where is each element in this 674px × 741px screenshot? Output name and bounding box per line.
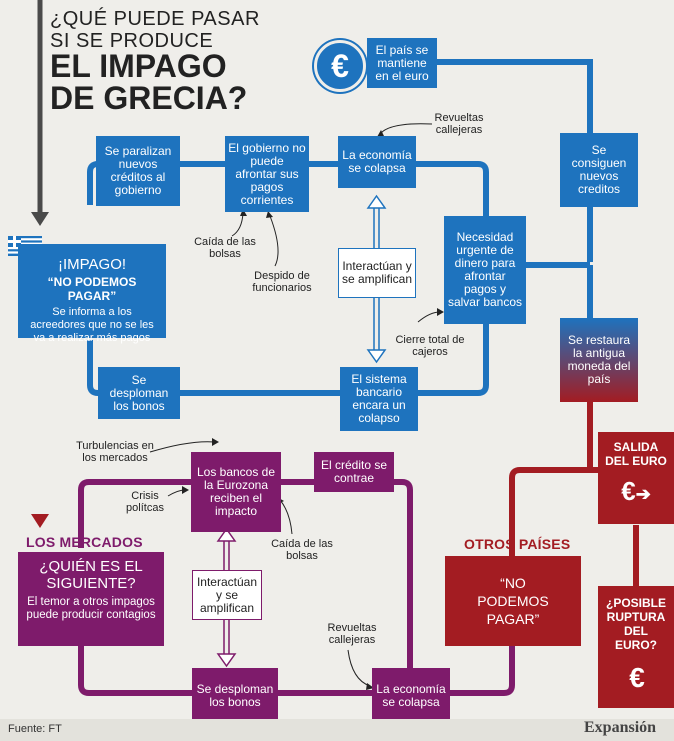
- economy-collapses-box: La economía se colapsa: [338, 136, 416, 188]
- note-political-crisis: Crisis polítcas: [126, 490, 164, 514]
- title-line-1: ¿QUÉ PUEDE PASAR: [50, 8, 260, 30]
- note-fall-bags-2: Caída de las bolsas: [271, 538, 333, 562]
- title-line-4: DE GRECIA?: [50, 80, 248, 116]
- gov-cannot-pay-box: El gobierno no puede afrontar sus pagos …: [225, 136, 309, 212]
- credits-freeze-box: Se paralizan nuevos créditos al gobierno: [96, 136, 180, 206]
- note-fall-bags: Caída de las bolsas: [194, 236, 256, 260]
- blue-interact-box: Interactúan y se amplifican: [338, 248, 416, 298]
- euro-icon: €: [314, 40, 366, 92]
- others-box: “NO PODEMOS PAGAR”: [445, 556, 581, 646]
- title-arrow-head: [31, 212, 49, 226]
- default-text: Se informa a los acreedores que no se le…: [30, 306, 154, 344]
- footer-source: Fuente: FT: [8, 723, 62, 735]
- note-arrow-riots-bottom: [347, 649, 371, 687]
- note-arrow-bags2: [279, 499, 293, 535]
- markets-text: El temor a otros impagos puede producir …: [26, 596, 156, 621]
- new-credits-box: Se consiguen nuevos creditos: [560, 133, 638, 207]
- footer-bar: [0, 719, 674, 741]
- default-quote: “NO PODEMOS PAGAR”: [47, 275, 137, 303]
- markets-box: ¿QUIÉN ES EL SIGUIENTE? El temor a otros…: [18, 552, 164, 646]
- euro-breakup-label: ¿POSIBLE RUPTURA DEL EURO?: [605, 596, 666, 652]
- purple-interact-box: Interactúan y se amplifican: [192, 570, 262, 620]
- euro-stays-box: El país se mantiene en el euro: [367, 38, 437, 88]
- bank-collapse-box: El sistema bancario encara un colapso: [340, 367, 418, 431]
- euro-exit-label: SALIDA DEL EURO: [605, 440, 667, 468]
- euro-arrow-icon: €➔: [621, 476, 651, 506]
- note-arrow-turbulence: [149, 441, 216, 453]
- note-market-turbulence: Turbulencias en los mercados: [76, 440, 154, 464]
- blue-top-connection: [410, 59, 593, 135]
- red-to-others: [509, 467, 590, 558]
- note-atm-closure: Cierre total de cajeros: [395, 334, 465, 358]
- purple-bonds-fall-box: Se desploman los bonos: [192, 668, 278, 724]
- note-layoffs: Despido de funcionarios: [252, 270, 312, 294]
- markets-arrow-head: [31, 514, 49, 528]
- title-line-3: EL IMPAGO: [50, 48, 227, 84]
- purple-loop: [78, 479, 413, 696]
- brand-logo: Expansión: [584, 719, 657, 736]
- old-currency-box: Se restaura la antigua moneda del país: [560, 318, 638, 402]
- euro-exit-box: SALIDA DEL EURO €➔: [598, 432, 674, 524]
- bonds-fall-box: Se desploman los bonos: [98, 367, 180, 419]
- default-box: ¡IMPAGO! “NO PODEMOS PAGAR” Se informa a…: [18, 244, 166, 344]
- note-riots-top: Revueltas callejeras: [434, 112, 484, 136]
- note-arrow-bags: [231, 212, 244, 237]
- euro-breakup-box: ¿POSIBLE RUPTURA DEL EURO? €: [598, 586, 674, 708]
- eurozone-banks-box: Los bancos de la Eurozona reciben el imp…: [191, 452, 281, 532]
- markets-heading: ¿QUIÉN ES EL SIGUIENTE?: [39, 558, 143, 592]
- note-riots-bottom: Revueltas callejeras: [327, 622, 377, 646]
- others-label: OTROS PAÍSES: [464, 536, 571, 552]
- title-line-2: SI SE PRODUCE: [50, 30, 214, 52]
- urgent-money-box: Necesidad urgente de dinero para afronta…: [444, 216, 526, 324]
- credit-contracts-box: El crédito se contrae: [314, 452, 394, 492]
- note-arrow-layoffs: [269, 215, 279, 267]
- purple-economy-collapses-box: La economía se colapsa: [372, 668, 450, 724]
- others-to-loop: [450, 645, 515, 696]
- default-heading: ¡IMPAGO!: [57, 256, 127, 273]
- note-arrow-atm: [417, 311, 441, 323]
- broken-euro-icon: €: [629, 662, 645, 693]
- markets-label: LOS MERCADOS: [26, 534, 143, 550]
